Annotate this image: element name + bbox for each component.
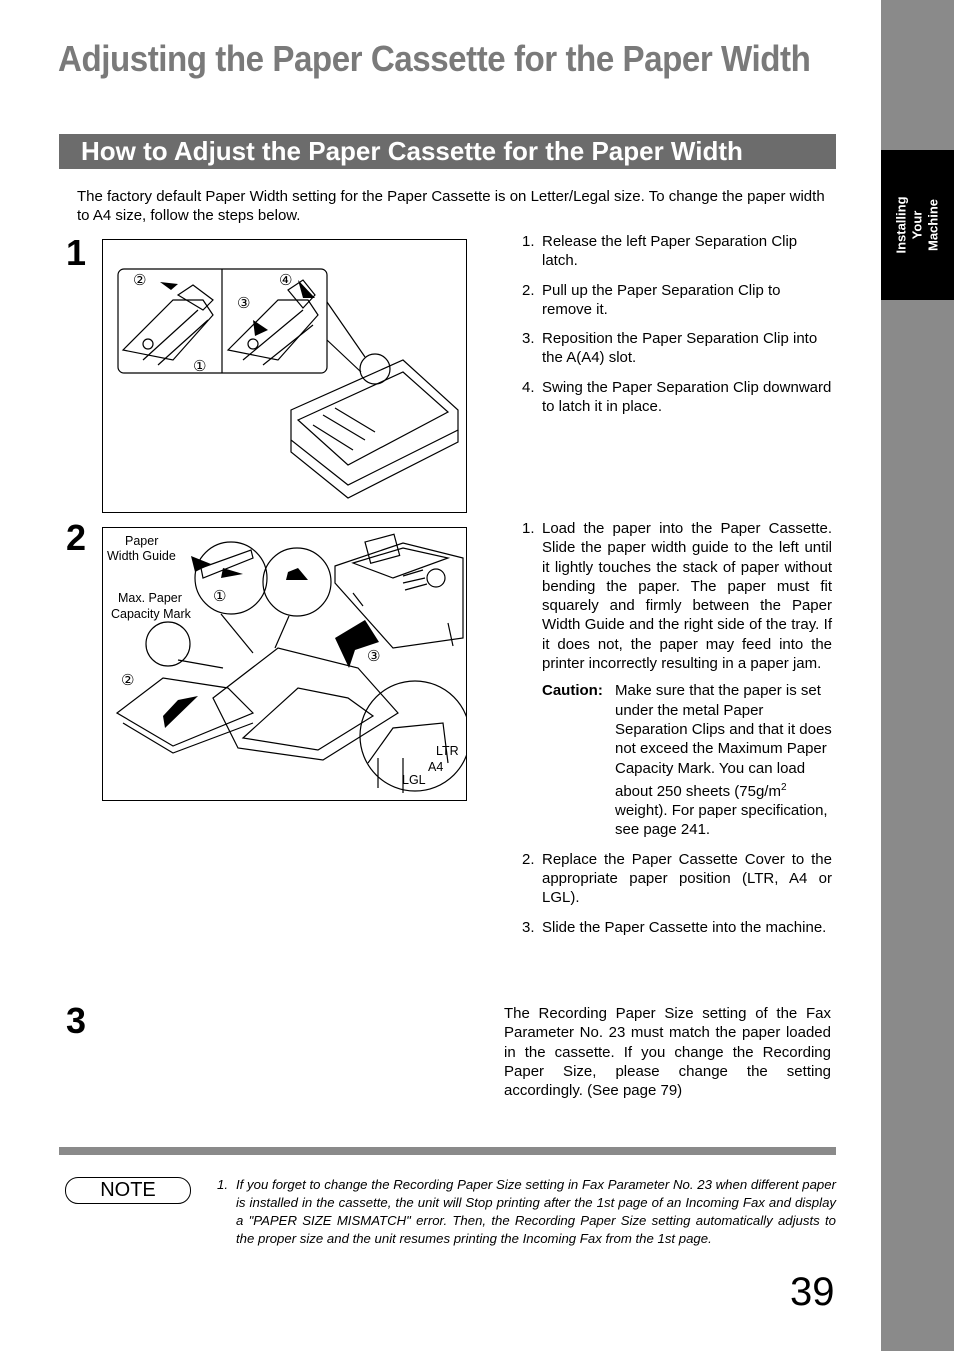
- step-2-figure: Paper Width Guide Max. Paper Capacity Ma…: [102, 527, 467, 801]
- clip-sketch-right: [226, 299, 319, 361]
- capacity-mark: [286, 568, 308, 580]
- section-title: How to Adjust the Paper Cassette for the…: [81, 136, 743, 166]
- cassette-tray: [212, 647, 399, 761]
- label-1: ①: [193, 357, 206, 375]
- zoom-circle-guide: [194, 541, 268, 615]
- step-2-instructions: 1.Load the paper into the Paper Cassette…: [522, 519, 832, 947]
- step-1-figure: ② ④ ③ ①: [102, 239, 467, 513]
- label-paper: Paper: [125, 534, 158, 548]
- label-ltr: LTR: [436, 744, 459, 758]
- step-3-number: 3: [66, 1000, 87, 1041]
- label-width-guide: Width Guide: [107, 549, 176, 563]
- step-1-item-3: 3.Reposition the Paper Separation Clip i…: [522, 330, 818, 367]
- step-2-illustration: Paper Width Guide Max. Paper Capacity Ma…: [107, 533, 466, 793]
- zoom-circle: [359, 353, 391, 385]
- step-2-item-2: 2.Replace the Paper Cassette Cover to th…: [522, 850, 832, 907]
- cassette-tray: [290, 359, 459, 486]
- zoom-circle-mark: [262, 547, 332, 617]
- arrow-2: [160, 282, 178, 290]
- label-a4: A4: [428, 760, 443, 774]
- label-3: ③: [367, 647, 380, 665]
- arrow-4: [298, 280, 315, 298]
- page-number: 39: [790, 1270, 835, 1314]
- divider-rule: [59, 1147, 836, 1155]
- step-2-number: 2: [66, 517, 87, 558]
- caution-label: Caution:: [542, 682, 603, 700]
- clip-sketch-left: [121, 299, 214, 361]
- zoom-circle-slots: [359, 680, 466, 792]
- fax-machine: [334, 542, 464, 649]
- label-2: ②: [121, 671, 134, 689]
- step-1-item-2: 2.Pull up the Paper Separation Clip to r…: [522, 281, 781, 318]
- step-1-number: 1: [66, 232, 87, 273]
- zoom-circle-capacity: [145, 621, 191, 667]
- sidebar-tab-label: Installing Your Machine: [893, 196, 941, 254]
- caution-text: Make sure that the paper is set under th…: [615, 682, 832, 839]
- arrow-3: [335, 620, 379, 668]
- label-capacity-mark: Capacity Mark: [111, 607, 192, 621]
- label-lgl: LGL: [402, 773, 426, 787]
- step-1-item-1: 1.Release the left Paper Separation Clip…: [522, 233, 798, 270]
- note-text: 1.If you forget to change the Recording …: [217, 1177, 836, 1246]
- label-2: ②: [133, 271, 146, 289]
- page-title: Adjusting the Paper Cassette for the Pap…: [58, 38, 811, 79]
- section-bar: [59, 134, 836, 169]
- label-4: ④: [279, 271, 292, 289]
- step-2-item-3: 3.Slide the Paper Cassette into the mach…: [522, 918, 827, 936]
- arrow-3: [253, 320, 268, 336]
- intro-paragraph: The factory default Paper Width setting …: [77, 188, 825, 224]
- step-1-instructions: 1.Release the left Paper Separation Clip…: [522, 232, 832, 426]
- step-2-item-1: 1.Load the paper into the Paper Cassette…: [522, 520, 832, 839]
- label-max-paper: Max. Paper: [118, 591, 182, 605]
- label-3: ③: [237, 294, 250, 312]
- sidebar-tab: Installing Your Machine: [881, 150, 954, 300]
- caution-box: Caution: Make sure that the paper is set…: [542, 681, 832, 839]
- cassette-cover: [115, 677, 255, 747]
- step-1-item-4: 4.Swing the Paper Separation Clip downwa…: [522, 378, 832, 416]
- arrow-out: [221, 568, 243, 578]
- arrow-in: [191, 556, 211, 572]
- note-badge: NOTE: [65, 1177, 191, 1204]
- step-1-illustration: ② ④ ③ ①: [117, 268, 459, 499]
- step-3-text: The Recording Paper Size setting of the …: [504, 1005, 831, 1100]
- label-1: ①: [213, 587, 226, 605]
- arrow-2: [163, 696, 198, 728]
